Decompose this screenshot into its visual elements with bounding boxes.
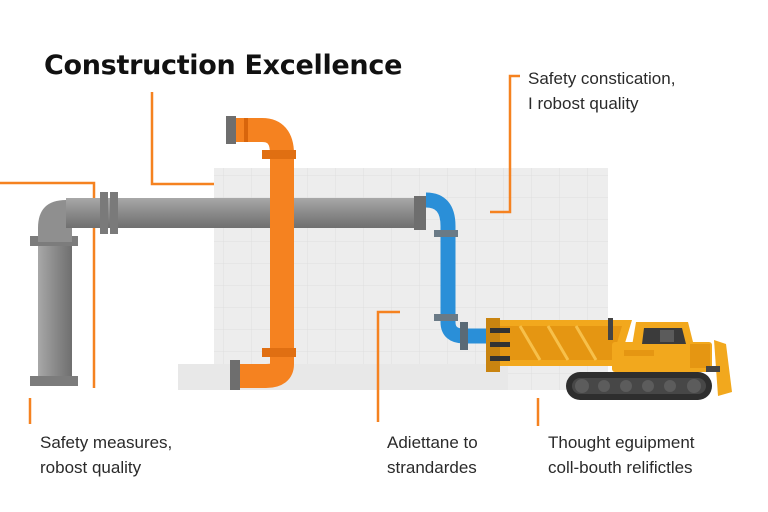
orange-pipe (226, 116, 296, 390)
caption-bottom-left-line2: robost quality (40, 458, 142, 477)
gray-pipe (30, 192, 426, 386)
callout-lines (0, 74, 540, 426)
blue-pipe (425, 192, 494, 350)
bulldozer-icon (486, 318, 732, 400)
caption-bottom-center: Adiettane to strandardes (387, 430, 478, 480)
callout-line-top-right (490, 74, 520, 214)
caption-bottom-right-line1: Thought eguipment (548, 433, 695, 452)
caption-bottom-center-line2: strandardes (387, 458, 477, 477)
caption-bottom-left: Safety measures, robost quality (40, 430, 172, 480)
caption-bottom-left-line1: Safety measures, (40, 433, 173, 452)
caption-top-right: Safety constication, I robost quality (528, 66, 675, 116)
page-title: Construction Excellence (44, 50, 403, 81)
callout-line-center (376, 310, 400, 422)
caption-bottom-right: Thought eguipment coll-bouth relifictles (548, 430, 695, 480)
caption-top-right-line2: I robost quality (528, 94, 639, 113)
callout-line-title (150, 92, 214, 186)
caption-top-right-line1: Safety constication, (528, 69, 676, 88)
callout-line-left (0, 181, 96, 388)
caption-bottom-right-line2: coll-bouth relifictles (548, 458, 693, 477)
caption-bottom-center-line1: Adiettane to (387, 433, 478, 452)
